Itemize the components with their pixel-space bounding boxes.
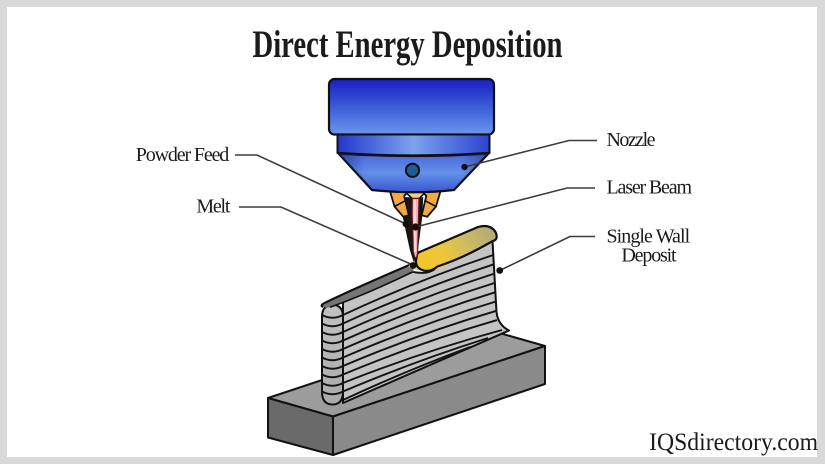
svg-text:Melt: Melt bbox=[196, 196, 230, 218]
svg-text:Single Wall: Single Wall bbox=[607, 226, 691, 248]
svg-text:Powder Feed: Powder Feed bbox=[136, 144, 230, 166]
svg-text:Deposit: Deposit bbox=[621, 245, 677, 267]
svg-text:Laser Beam: Laser Beam bbox=[607, 177, 693, 199]
svg-text:Direct Energy Deposition: Direct Energy Deposition bbox=[253, 23, 563, 66]
svg-text:Nozzle: Nozzle bbox=[607, 129, 656, 151]
svg-text:IQSdirectory.com: IQSdirectory.com bbox=[649, 429, 819, 456]
